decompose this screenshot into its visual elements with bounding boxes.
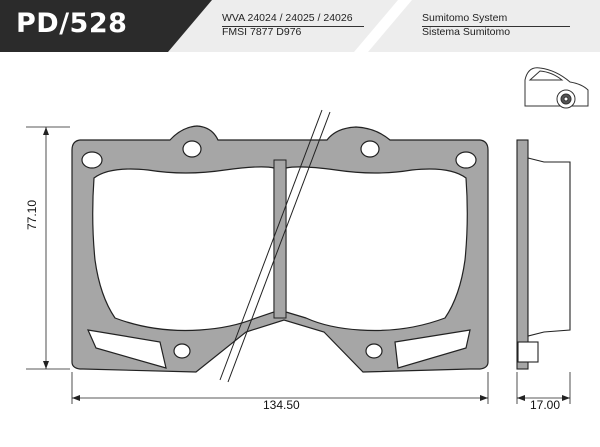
clip-hole [365, 343, 383, 359]
header-divider [354, 0, 412, 52]
thickness-dimension: 17.00 [530, 398, 561, 412]
header-dark-panel [0, 0, 212, 52]
part-code: PD/528 [16, 8, 128, 39]
section-line [219, 109, 323, 381]
system-name-translation: Sistema Sumitomo [422, 26, 511, 38]
section-line [227, 111, 331, 383]
friction-material-right [285, 166, 468, 332]
mount-hole [81, 151, 103, 169]
wear-clip [86, 329, 167, 369]
center-slot [273, 159, 287, 319]
mount-hole [360, 140, 380, 158]
reference-numbers: WVA 24024 / 24025 / 24026 [222, 12, 353, 24]
wear-clip [394, 329, 471, 369]
width-dimension: 134.50 [263, 398, 300, 412]
height-dimension: 77.10 [25, 199, 39, 230]
dimension-lines [26, 126, 571, 404]
mount-hole [455, 151, 477, 169]
friction-material [92, 166, 275, 332]
fmsi-number: FMSI 7877 D976 [222, 26, 302, 38]
mount-hole [182, 140, 202, 158]
system-name: Sumitomo System [422, 12, 508, 24]
clip-hole [173, 343, 191, 359]
dimension-arrows [43, 127, 570, 401]
car-icon [524, 67, 589, 109]
system-underline [422, 26, 570, 27]
reference-underline [222, 26, 364, 27]
side-profile [516, 139, 571, 370]
